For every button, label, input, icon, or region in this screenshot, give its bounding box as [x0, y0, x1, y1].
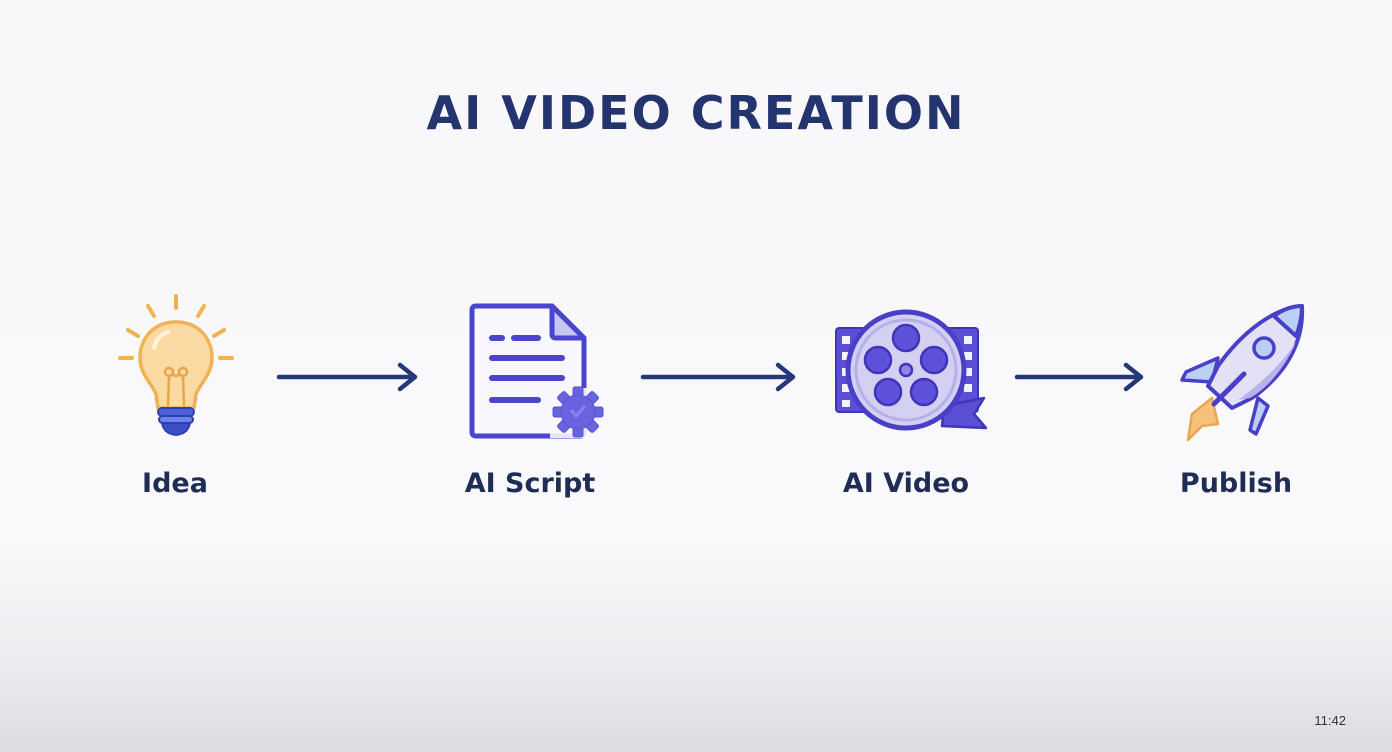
- step-label-ai-script: AI Script: [464, 468, 596, 499]
- arrow-right-icon: [276, 362, 422, 397]
- step-label-publish: Publish: [1179, 468, 1293, 499]
- script-document-gear-icon: [466, 300, 616, 442]
- rocket-icon: [1178, 302, 1310, 442]
- page-title: AI VIDEO CREATION: [426, 86, 966, 140]
- step-label-idea: Idea: [142, 468, 208, 499]
- arrow-right-icon: [1014, 362, 1148, 397]
- film-reel-icon: [834, 306, 992, 436]
- timestamp: 11:42: [1314, 713, 1346, 728]
- arrow-right-icon: [640, 362, 800, 397]
- lightbulb-icon: [108, 290, 244, 440]
- step-label-ai-video: AI Video: [842, 468, 970, 499]
